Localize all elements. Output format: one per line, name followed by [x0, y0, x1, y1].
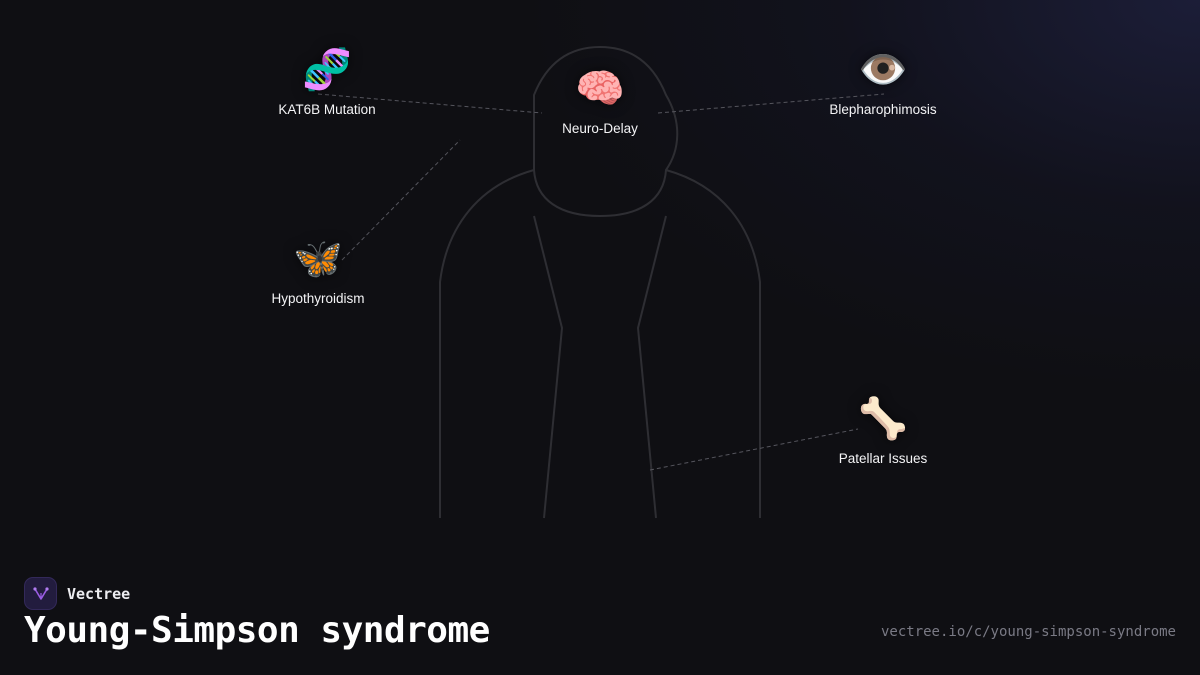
- node-label: Blepharophimosis: [829, 102, 937, 117]
- node-kat6b-mutation[interactable]: 🧬 KAT6B Mutation: [237, 46, 417, 117]
- silhouette-torso: [439, 169, 761, 518]
- node-neuro-delay[interactable]: 🧠 Neuro-Delay: [510, 65, 690, 136]
- connector-patellar: [649, 428, 859, 471]
- bone-icon: 🦴: [858, 396, 908, 442]
- node-patellar-issues[interactable]: 🦴 Patellar Issues: [793, 395, 973, 466]
- connector-kat6b: [317, 93, 543, 114]
- silhouette-collar: [533, 215, 667, 519]
- page-url[interactable]: vectree.io/c/young-simpson-syndrome: [880, 624, 1176, 640]
- brain-icon: 🧠: [575, 66, 625, 112]
- node-hypothyroidism[interactable]: 🦋 Hypothyroidism: [228, 235, 408, 306]
- butterfly-icon: 🦋: [293, 236, 343, 282]
- eye-icon: 👁️: [858, 47, 908, 93]
- node-blepharophimosis[interactable]: 👁️ Blepharophimosis: [793, 46, 973, 117]
- vectree-logo-icon: [24, 577, 57, 610]
- connector-lines: [317, 93, 885, 471]
- node-label: Hypothyroidism: [271, 291, 365, 306]
- node-label: KAT6B Mutation: [278, 102, 376, 117]
- silhouette-head: [533, 45, 679, 218]
- dna-icon: 🧬: [302, 47, 352, 93]
- page-title: Young-Simpson syndrome: [24, 610, 490, 651]
- body-silhouette: [439, 45, 761, 519]
- brand[interactable]: Vectree: [24, 577, 130, 610]
- connector-bleph: [657, 93, 885, 114]
- node-label: Neuro-Delay: [562, 121, 638, 136]
- node-label: Patellar Issues: [838, 451, 928, 466]
- brand-name: Vectree: [67, 584, 131, 603]
- connector-hypo: [341, 139, 461, 261]
